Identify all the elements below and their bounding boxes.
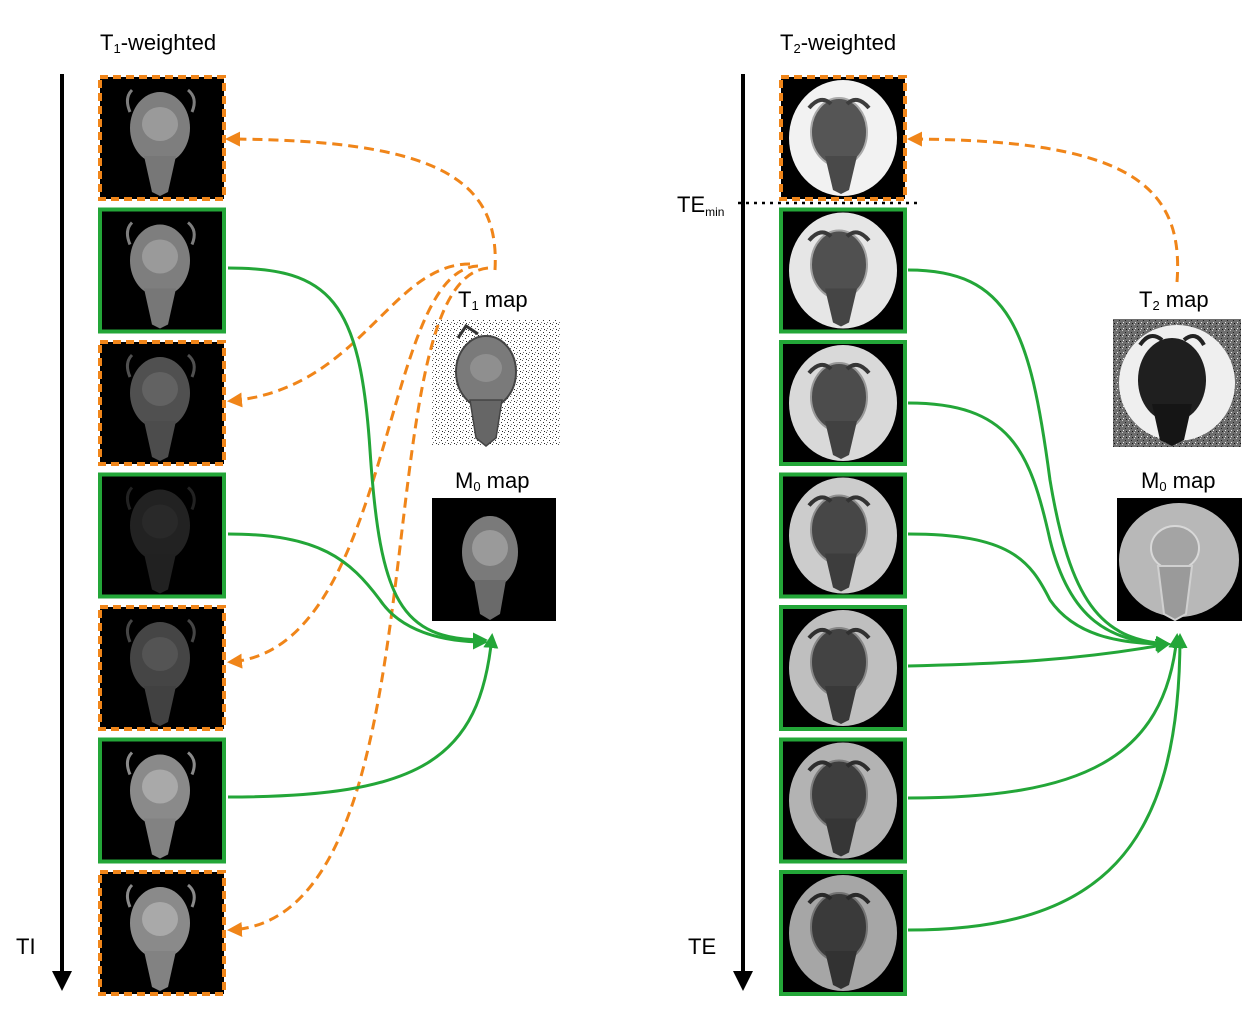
t1-weighted-image-6-frame — [98, 737, 226, 864]
left-included-arrows — [227, 266, 499, 799]
t2-weighted-image-2 — [779, 207, 907, 334]
t1-title-base: T — [100, 30, 114, 55]
t1-weighted-image-7-frame — [98, 870, 226, 996]
left-m0-map-rest: map — [480, 468, 530, 493]
t1-weighted-image-7 — [98, 870, 226, 996]
right-m0-map-label: M0 map — [1141, 468, 1215, 494]
t1-map-sub: 1 — [471, 298, 479, 313]
left-m0-map-image — [432, 498, 556, 621]
right-excluded-arrows — [907, 131, 1180, 283]
t1-map-base: T — [458, 287, 472, 312]
t1-weighted-image-1-frame — [98, 75, 226, 201]
t2-map-sub: 2 — [1152, 298, 1160, 313]
t1-weighted-image-2-frame — [98, 207, 226, 334]
left-m0-map-base: M — [455, 468, 474, 493]
t2-weighted-image-5-frame — [779, 605, 907, 731]
t2-weighted-image-3 — [779, 340, 907, 466]
t1-map-image — [432, 320, 560, 447]
t2-map-rest: map — [1159, 287, 1209, 312]
t2-weighted-image-1-frame — [779, 75, 907, 201]
t2-weighted-image-4-frame — [779, 472, 907, 599]
t2-weighted-image-5 — [779, 605, 907, 731]
t1-weighted-images — [98, 75, 226, 996]
te-min-base: TE — [677, 192, 706, 217]
t1-weighted-image-3-frame — [98, 340, 226, 466]
t1-weighted-image-2 — [98, 207, 226, 334]
t1-weighted-image-4 — [98, 472, 226, 599]
t1-weighted-image-5 — [98, 605, 226, 731]
right-m0-map-base: M — [1141, 468, 1160, 493]
t2-weighted-image-6 — [779, 737, 907, 864]
t2-weighted-image-1 — [779, 75, 907, 201]
t2-weighted-image-2-frame — [779, 207, 907, 334]
t1-weighted-image-3 — [98, 340, 226, 466]
t1-weighted-image-6 — [98, 737, 226, 864]
t1-map-label: T1 map — [458, 287, 528, 313]
t2-map-base: T — [1139, 287, 1153, 312]
t1-title-rest: -weighted — [120, 30, 217, 55]
t2-weighted-title: T2-weighted — [780, 30, 896, 56]
t2-map-image — [1113, 319, 1241, 447]
t2-map-label: T2 map — [1139, 287, 1209, 313]
t2-title-rest: -weighted — [800, 30, 897, 55]
t1-weighted-title: T1-weighted — [100, 30, 216, 56]
t2-weighted-image-7 — [779, 870, 907, 996]
t1-weighted-image-1 — [98, 75, 226, 201]
t1-map-rest: map — [478, 287, 528, 312]
te-min-sub: min — [705, 205, 725, 219]
t2-weighted-image-7-frame — [779, 870, 907, 996]
left-m0-map-sub: 0 — [473, 479, 481, 494]
left-excluded-arrows — [225, 131, 497, 937]
right-m0-map-sub: 0 — [1159, 479, 1167, 494]
te-min-label: TEmin — [677, 192, 725, 219]
right-m0-map-rest: map — [1166, 468, 1216, 493]
te-axis-label: TE — [688, 934, 717, 959]
t1-title-sub: 1 — [113, 41, 121, 56]
t2-weighted-images — [779, 75, 907, 996]
t2-title-base: T — [780, 30, 794, 55]
right-included-arrows — [907, 268, 1188, 932]
t2-title-sub: 2 — [793, 41, 801, 56]
t1-weighted-image-5-frame — [98, 605, 226, 731]
left-m0-map-label: M0 map — [455, 468, 529, 494]
t2-weighted-image-3-frame — [779, 340, 907, 466]
t2-weighted-image-4 — [779, 472, 907, 599]
ti-axis-label: TI — [16, 934, 36, 959]
t2-weighted-image-6-frame — [779, 737, 907, 864]
t1-weighted-image-4-frame — [98, 472, 226, 599]
right-m0-map-image — [1117, 498, 1242, 622]
